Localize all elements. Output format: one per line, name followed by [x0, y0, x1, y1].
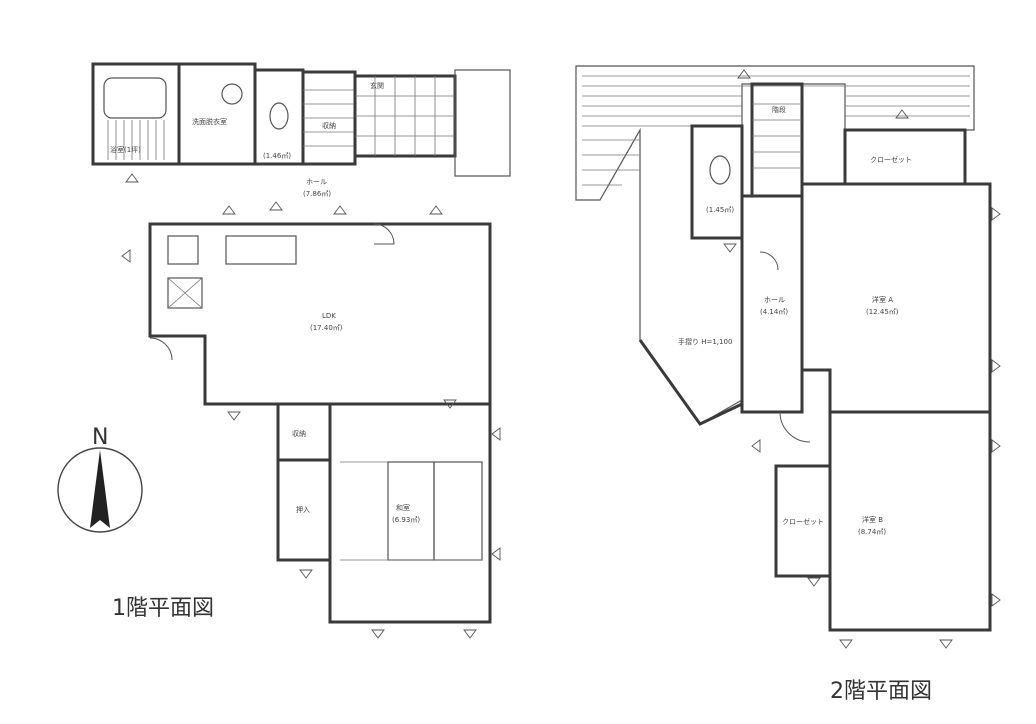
balcony-note: 手摺り H=1,100: [678, 337, 732, 346]
window-markers-f2: [723, 69, 1001, 649]
ldk-area: (17.40㎡): [310, 324, 343, 332]
storage-label: 収納: [322, 121, 336, 130]
stair-f2: [750, 82, 804, 198]
entrance-label: 玄関: [370, 81, 384, 90]
toilet-room: [253, 68, 305, 166]
hall-door-f2: [779, 411, 811, 443]
tatami-lines: [340, 461, 483, 561]
entrance-tiles: [355, 76, 455, 156]
room-a-label: 洋室 A: [872, 295, 893, 304]
hall-f2: [740, 194, 804, 414]
room-a: [800, 182, 992, 414]
porch-step: [454, 69, 511, 177]
floor2-plan: 手摺り H=1,100 (1.45㎡) 階段 ホール (4.14㎡) クローゼッ…: [575, 65, 1001, 649]
oshiire-label: 押入: [296, 505, 310, 514]
washitsu-room: [328, 402, 492, 624]
toilet-room-f2: [690, 124, 744, 240]
toilet-area-f2: (1.45㎡): [706, 206, 734, 214]
bathtub: [103, 77, 167, 119]
washbasin: [221, 83, 243, 105]
balcony-rail: [638, 339, 743, 426]
stair-lines-f1: [303, 89, 355, 147]
north-letter: N: [92, 425, 108, 450]
stair-lines-f2: [752, 103, 802, 169]
closet-label: 収納: [292, 429, 306, 438]
hall-area-f2: (4.14㎡): [760, 308, 788, 316]
toilet-area: (1.46㎡): [263, 152, 291, 160]
hall-label-f2: ホール: [764, 296, 785, 304]
hall-label: ホール: [306, 178, 327, 186]
washitsu-label: 和室: [396, 503, 410, 512]
ldk-door: [373, 223, 395, 245]
floor1-title: 1階平面図: [112, 596, 214, 621]
room-b-area: (8.74㎡): [858, 528, 886, 536]
stair-label: 階段: [772, 105, 786, 114]
hall-area: (7.86㎡): [303, 190, 331, 198]
closet-a-label: クローゼット: [870, 155, 912, 164]
fridge-space: [167, 277, 203, 309]
room-a-area: (12.45㎡): [866, 308, 899, 316]
stove: [167, 235, 199, 265]
room-b: [828, 410, 992, 632]
north-compass: N: [57, 425, 143, 533]
bath-floor-hatch: [107, 120, 165, 160]
kitchen-counter: [225, 235, 297, 265]
floor1-plan: 浴室(1坪) 洗面脱衣室 (1.46㎡) 収納 玄関: [91, 62, 511, 639]
ldk-label: LDK: [322, 312, 336, 320]
roof-hatch: [582, 75, 970, 186]
floor2-title: 2階平面図: [830, 679, 932, 704]
window-markers-f1: [121, 173, 501, 639]
washroom: [177, 62, 257, 166]
toilet-fixture-f2: [709, 155, 731, 185]
washitsu-area: (6.93㎡): [392, 516, 420, 524]
toilet-door-f2: [759, 251, 779, 271]
kitchen-door: [149, 337, 173, 361]
bath-label: 浴室(1坪): [110, 145, 141, 154]
toilet-fixture: [269, 102, 289, 130]
closet-b-label: クローゼット: [782, 517, 824, 526]
closet-b: [774, 464, 832, 578]
ldk-room: [148, 222, 492, 406]
washroom-label: 洗面脱衣室: [192, 117, 227, 126]
room-b-label: 洋室 B: [862, 515, 883, 524]
